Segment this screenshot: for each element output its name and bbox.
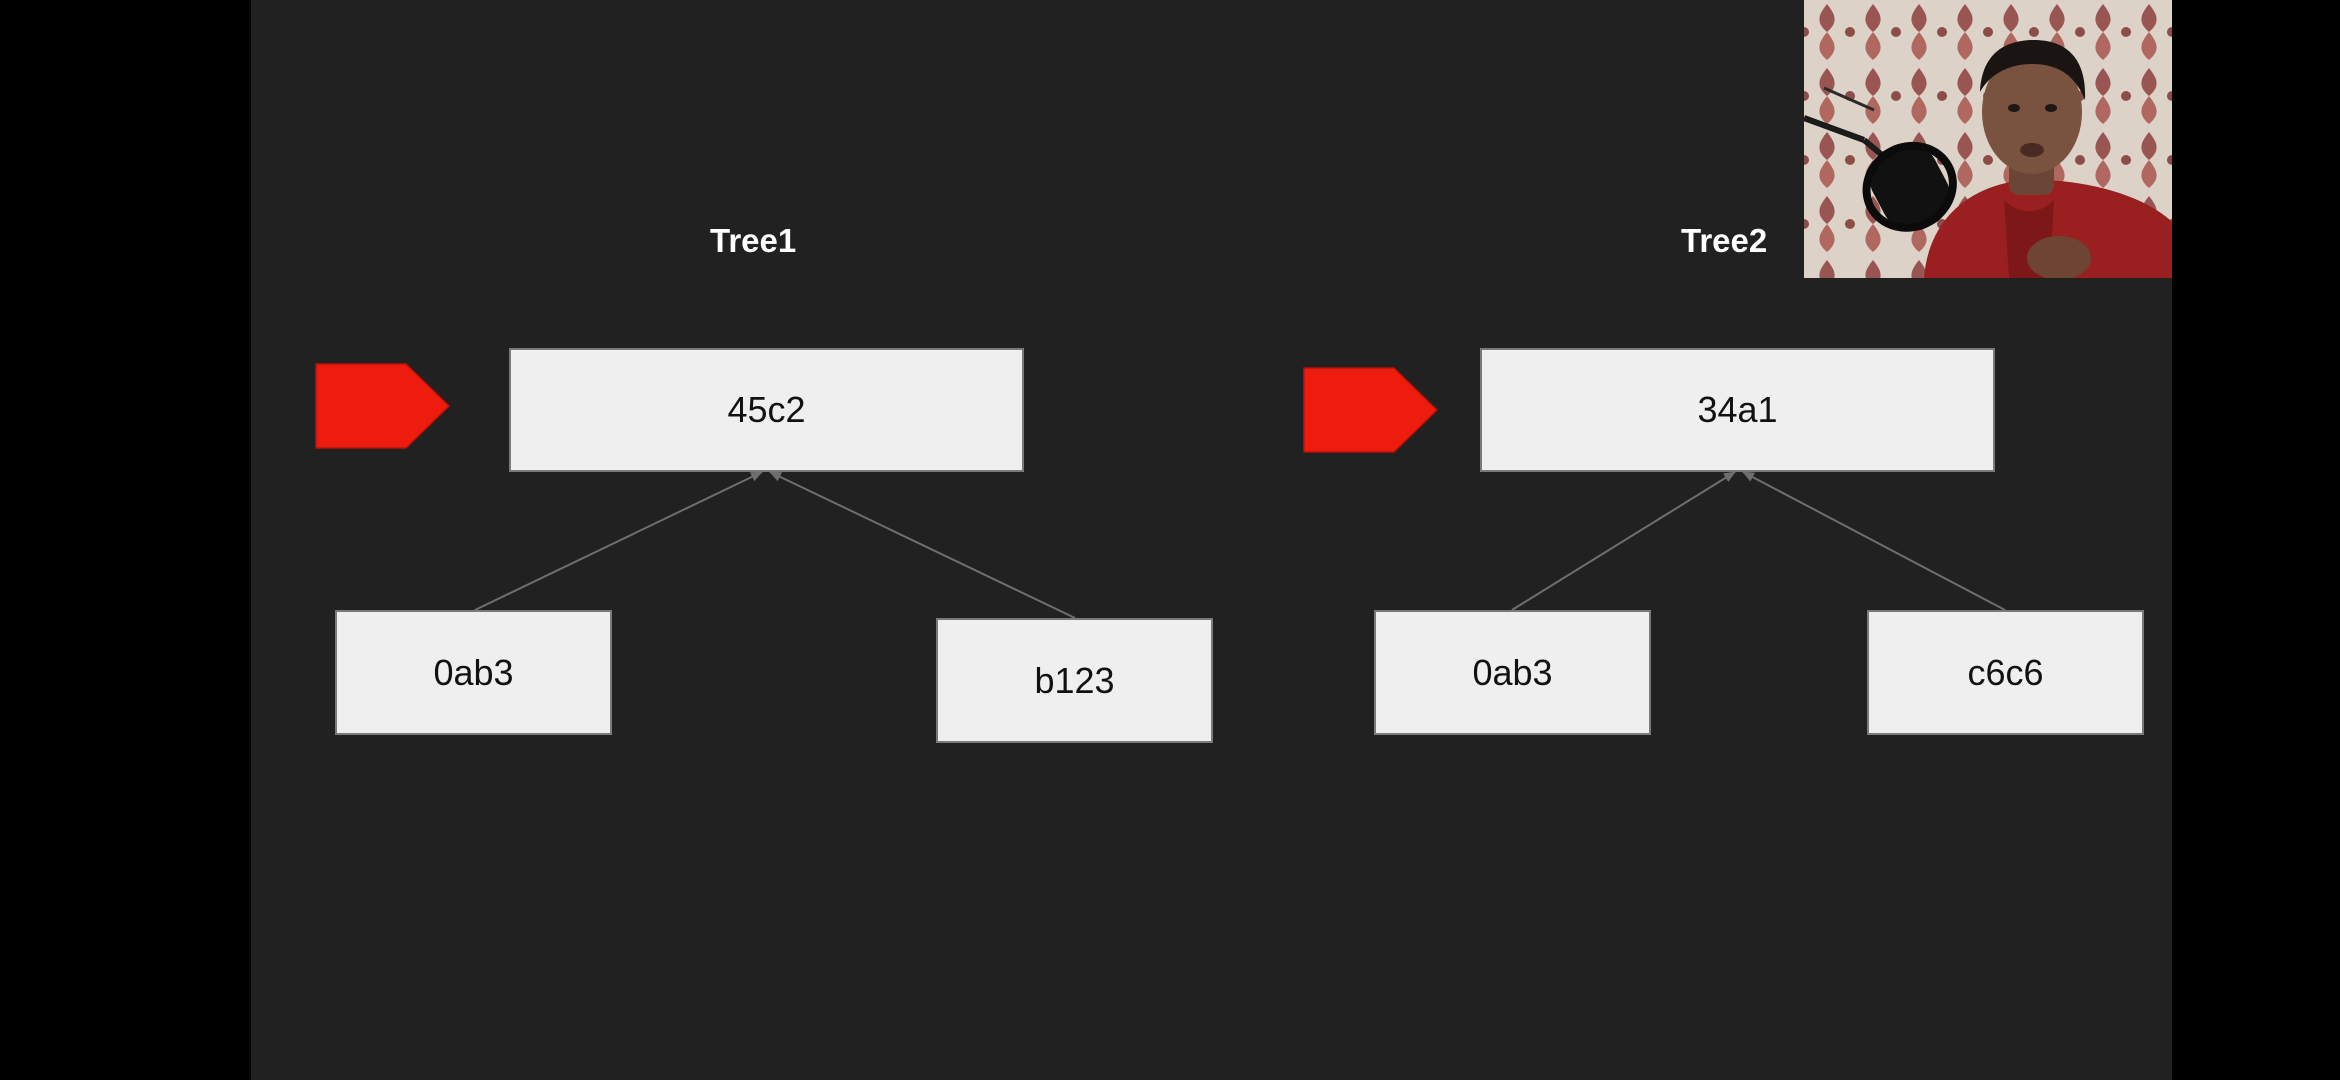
tree1-pointer-arrow-icon (315, 363, 451, 449)
tree1-title: Tree1 (710, 222, 797, 259)
tree1-right-child-node: b123 (936, 618, 1213, 743)
presenter-webcam-video (1804, 0, 2172, 278)
edge-tree2-left (1511, 471, 1736, 611)
tree2-right-child-node: c6c6 (1867, 610, 2144, 735)
tree2-title: Tree2 (1681, 222, 1768, 259)
edge-tree2-right (1742, 471, 2006, 611)
tree2-pointer-arrow-icon (1303, 367, 1439, 453)
tree2-root-node: 34a1 (1480, 348, 1995, 472)
edge-tree1-right (769, 471, 1076, 619)
edge-tree1-left (474, 471, 763, 611)
tree1-left-child-node: 0ab3 (335, 610, 612, 735)
tree1-root-node: 45c2 (509, 348, 1024, 472)
tree2-left-child-node: 0ab3 (1374, 610, 1651, 735)
